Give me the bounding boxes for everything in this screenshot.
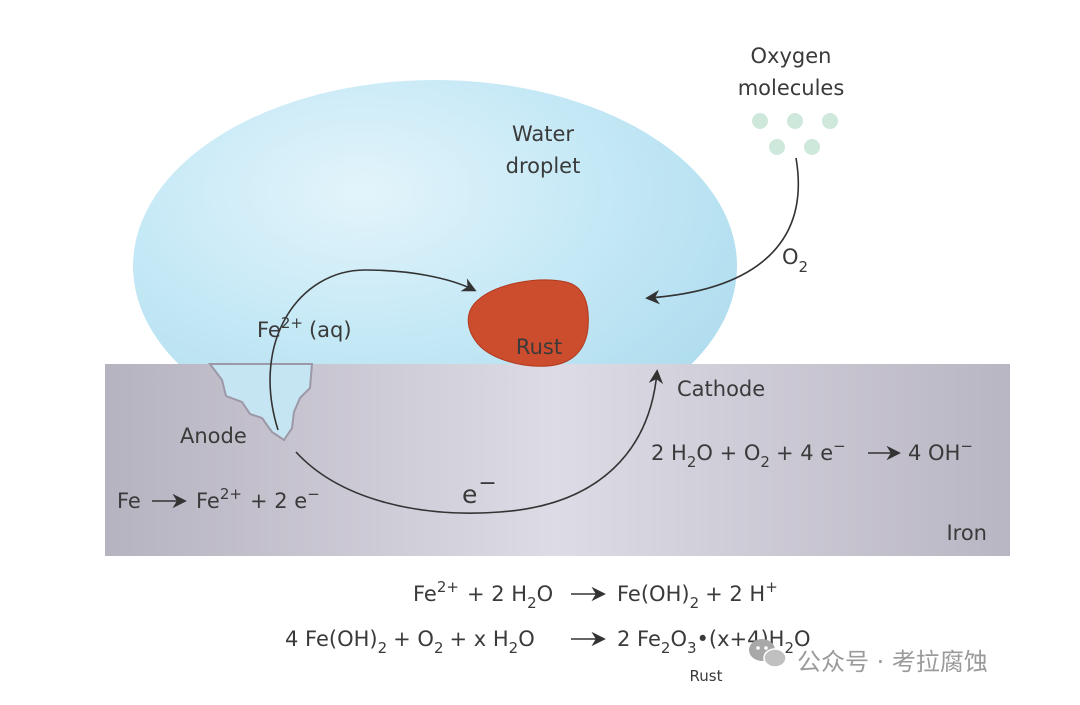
cathode-eq-reactants: 2 H2O + O2+ 4 e− xyxy=(651,437,846,471)
oxygen-label-line1: Oxygen xyxy=(751,44,832,68)
equation-2: 4 Fe(OH)2+ O2+ x H2O 2 Fe2O3•(x+4)H2O Ru… xyxy=(285,627,811,685)
fe-ion-arrow xyxy=(269,269,477,431)
cathode-equation: 2 H2O + O2+ 4 e− 4 OH− xyxy=(651,437,973,471)
eq2-reactants: 4 Fe(OH)2+ O2+ x H2O xyxy=(285,627,535,657)
oxygen-molecule xyxy=(752,113,768,129)
o2-label: O2 xyxy=(782,245,808,276)
cathode-eq-product: 4 OH− xyxy=(908,437,973,465)
eq1-products: Fe(OH)2+ 2 H+ xyxy=(617,578,778,612)
wechat-icon xyxy=(749,639,787,668)
eq2-rust-note: Rust xyxy=(690,667,723,685)
rust-label: Rust xyxy=(516,335,562,359)
anode-eq-products: Fe2++ 2 e− xyxy=(196,485,320,513)
eq1-reactants: Fe2++ 2 H2O xyxy=(413,578,553,612)
electron-label: e− xyxy=(462,471,497,509)
water-label-line1: Water xyxy=(512,122,574,146)
anode-pit xyxy=(208,363,314,442)
oxygen-molecule xyxy=(804,139,820,155)
oxygen-molecule xyxy=(787,113,803,129)
electron-arrow xyxy=(295,369,664,514)
equation-1: Fe2++ 2 H2O Fe(OH)2+ 2 H+ xyxy=(413,578,778,612)
rust-blob xyxy=(467,279,589,367)
oxygen-label-line2: molecules xyxy=(738,76,845,100)
oxygen-molecule xyxy=(769,139,785,155)
fe-ion-label: Fe2+(aq) xyxy=(257,314,352,342)
oxygen-molecule xyxy=(822,113,838,129)
anode-equation: Fe Fe2++ 2 e− xyxy=(117,485,320,513)
watermark-text: 公众号 · 考拉腐蚀 xyxy=(797,648,988,676)
o2-arrow xyxy=(645,157,800,305)
watermark: 公众号 · 考拉腐蚀 xyxy=(749,639,988,676)
anode-eq-reactant: Fe xyxy=(117,489,141,513)
water-label-line2: droplet xyxy=(506,154,581,178)
water-droplet xyxy=(133,80,737,452)
oxygen-molecules xyxy=(752,113,838,155)
cathode-label: Cathode xyxy=(677,377,765,401)
iron-label: Iron xyxy=(946,521,987,545)
anode-label: Anode xyxy=(180,424,247,448)
